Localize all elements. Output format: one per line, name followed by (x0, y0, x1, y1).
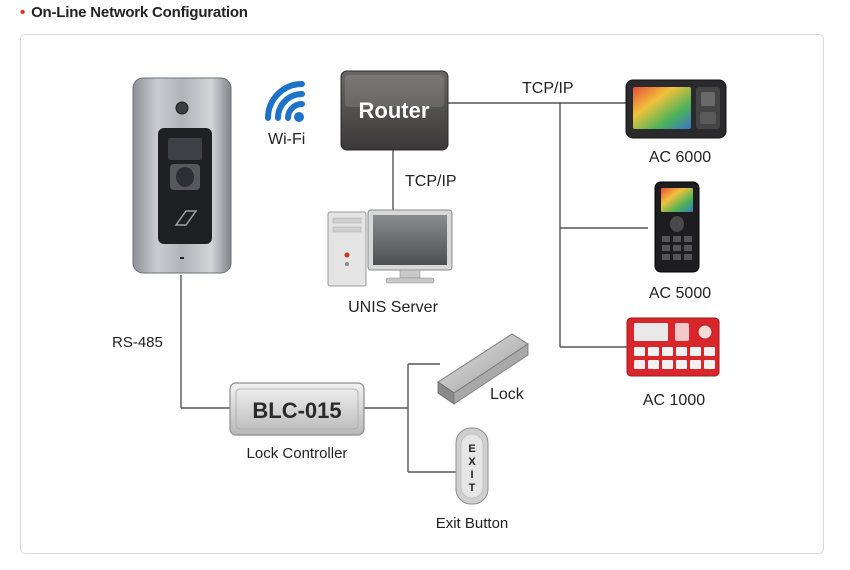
card-reader-icon (174, 210, 198, 226)
heading-title: On-Line Network Configuration (31, 4, 248, 21)
tcpip-top-label: TCP/IP (522, 80, 574, 97)
device-label-ac6000: AC 6000 (649, 149, 711, 166)
exit-glyph-x: X (468, 456, 476, 468)
lock-label: Lock (490, 386, 525, 403)
access-terminal (132, 77, 232, 274)
controller-name: BLC-015 (252, 398, 341, 423)
tcpip-server-label: TCP/IP (405, 173, 457, 190)
exit-glyph-t: T (469, 482, 476, 494)
exit-button-label: Exit Button (436, 515, 509, 532)
exit-glyph-i: I (470, 469, 473, 481)
ac5000-device (654, 181, 700, 273)
rs485-label: RS-485 (112, 334, 163, 351)
terminal-led (180, 257, 184, 259)
heading-bullet: • (20, 4, 26, 21)
wifi-label: Wi-Fi (268, 131, 305, 148)
terminal-screen (168, 138, 202, 160)
device-label-ac5000: AC 5000 (649, 285, 711, 302)
server-label: UNIS Server (348, 299, 438, 316)
lock-controller-box: BLC-015 (229, 382, 365, 436)
terminal-camera (175, 101, 189, 115)
exit-glyph-e: E (468, 443, 475, 455)
wifi-icon (265, 81, 305, 122)
page-heading: • On-Line Network Configuration (20, 4, 248, 21)
exit-button-device: E X I T (455, 427, 489, 505)
connection-lines (180, 102, 648, 473)
magnetic-lock (437, 333, 529, 405)
server-computer (327, 209, 453, 287)
router-box: Router (340, 70, 449, 151)
ac1000-device (626, 317, 720, 377)
ac6000-device (625, 79, 727, 139)
router-label: Router (359, 98, 430, 123)
fingerprint-window (176, 167, 194, 187)
device-label-ac1000: AC 1000 (643, 392, 705, 409)
controller-label: Lock Controller (247, 445, 348, 462)
